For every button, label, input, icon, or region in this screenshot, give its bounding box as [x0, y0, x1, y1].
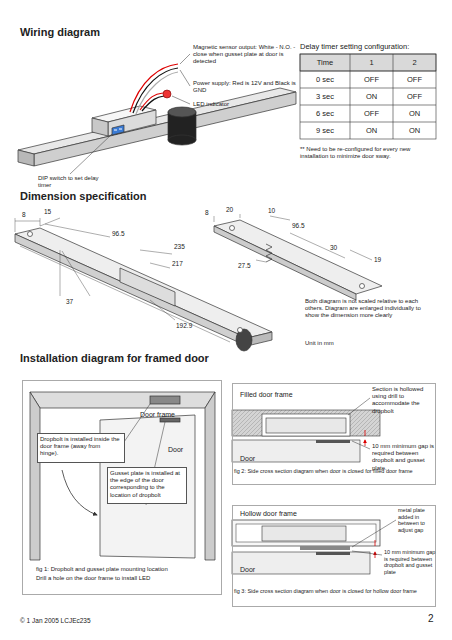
annotation: 96.5 — [292, 222, 305, 230]
table-cell: 0 sec — [300, 75, 350, 84]
panel-text: Door — [240, 455, 255, 463]
table-cell: 1 — [350, 58, 393, 67]
callout-text: Dropbolt is installed inside the door fr… — [40, 436, 120, 458]
annotation: 235 — [174, 243, 185, 251]
panel-text: Door — [240, 566, 255, 574]
annotation: 96.5 — [112, 230, 125, 238]
figure-panel: Door frameDoor fig 1: Dropbolt and gusset… — [22, 380, 222, 595]
annotation: 19 — [374, 256, 381, 264]
callout-box: Gusset plate is installed at the edge of… — [107, 467, 187, 504]
annotation: 192.9 — [176, 322, 192, 330]
annotation: © 1 Jan 2005 LCJEc235 — [20, 617, 91, 625]
section-heading: Dimension specification — [20, 190, 147, 203]
table-cell: ON — [393, 109, 436, 118]
panel-text: Hollow door frame — [240, 510, 297, 518]
panel-text: Filled door frame — [240, 391, 293, 399]
table-cell: ON — [393, 126, 436, 135]
annotation: 10 — [268, 207, 275, 215]
figure-panel: Filled door frame Section is hollowed usi… — [232, 383, 436, 485]
panel-text: Door — [168, 446, 183, 454]
annotation: 15 — [44, 208, 51, 216]
annotation: 217 — [172, 260, 183, 268]
table-cell: OFF — [350, 75, 393, 84]
annotation: DIP switch to set delay timer — [38, 175, 100, 189]
table-cell: 9 sec — [300, 126, 350, 135]
table-cell: ON — [350, 126, 393, 135]
annotation: 2 — [428, 613, 434, 625]
annotation: Unit in mm — [305, 340, 334, 347]
panel-text: fig 2: Side cross section diagram when d… — [234, 468, 434, 475]
annotation: Power supply: Red is 12V and Black is GN… — [193, 80, 298, 94]
callout-text: Gusset plate is installed at the edge of… — [110, 470, 182, 499]
panel-text: Door frame — [140, 411, 175, 419]
annotation: Both diagram is not scaled relative to e… — [305, 298, 435, 320]
annotation: 30 — [330, 244, 337, 252]
table-cell: OFF — [350, 109, 393, 118]
panel-text: metal plate added in between to adjust g… — [398, 507, 436, 533]
section-heading: Wiring diagram — [20, 26, 100, 39]
figure-panel: Hollow door frame metal plate added in be… — [232, 505, 436, 607]
table-cell: 6 sec — [300, 109, 350, 118]
panel-text: 10 mm minimum gap is required between dr… — [372, 443, 434, 472]
annotation: LED indicator — [193, 101, 229, 108]
table-cell: Time — [300, 58, 350, 67]
table-cell: OFF — [393, 92, 436, 101]
panel-text: fig 1: Dropbolt and gusset plate mountin… — [36, 566, 218, 573]
annotation: 37 — [66, 298, 73, 306]
panel-text: 10 mm minimum gap is required between dr… — [384, 549, 436, 575]
annotation: 20 — [226, 206, 233, 214]
annotation: Magnetic sensor output: White - N.O. - c… — [193, 44, 298, 66]
table-cell: 2 — [393, 58, 436, 67]
annotation: ** Need to be re-configured for every ne… — [300, 146, 435, 160]
table-cell: 3 sec — [300, 92, 350, 101]
table-cell: OFF — [393, 75, 436, 84]
callout-box: Dropbolt is installed inside the door fr… — [37, 433, 125, 463]
panel-text: fig 3: Side cross section diagram when d… — [234, 588, 434, 595]
panel-text: Section is hollowed using drill to accom… — [372, 386, 436, 415]
table-cell: ON — [350, 92, 393, 101]
section-heading: Installation diagram for framed door — [20, 352, 209, 365]
annotation: 8 — [205, 209, 209, 217]
annotation: 8 — [22, 211, 26, 219]
panel-text: Drill a hole on the door frame to instal… — [36, 575, 218, 582]
annotation: Delay timer setting configuration: — [300, 42, 409, 51]
annotation: 27.5 — [238, 262, 251, 270]
